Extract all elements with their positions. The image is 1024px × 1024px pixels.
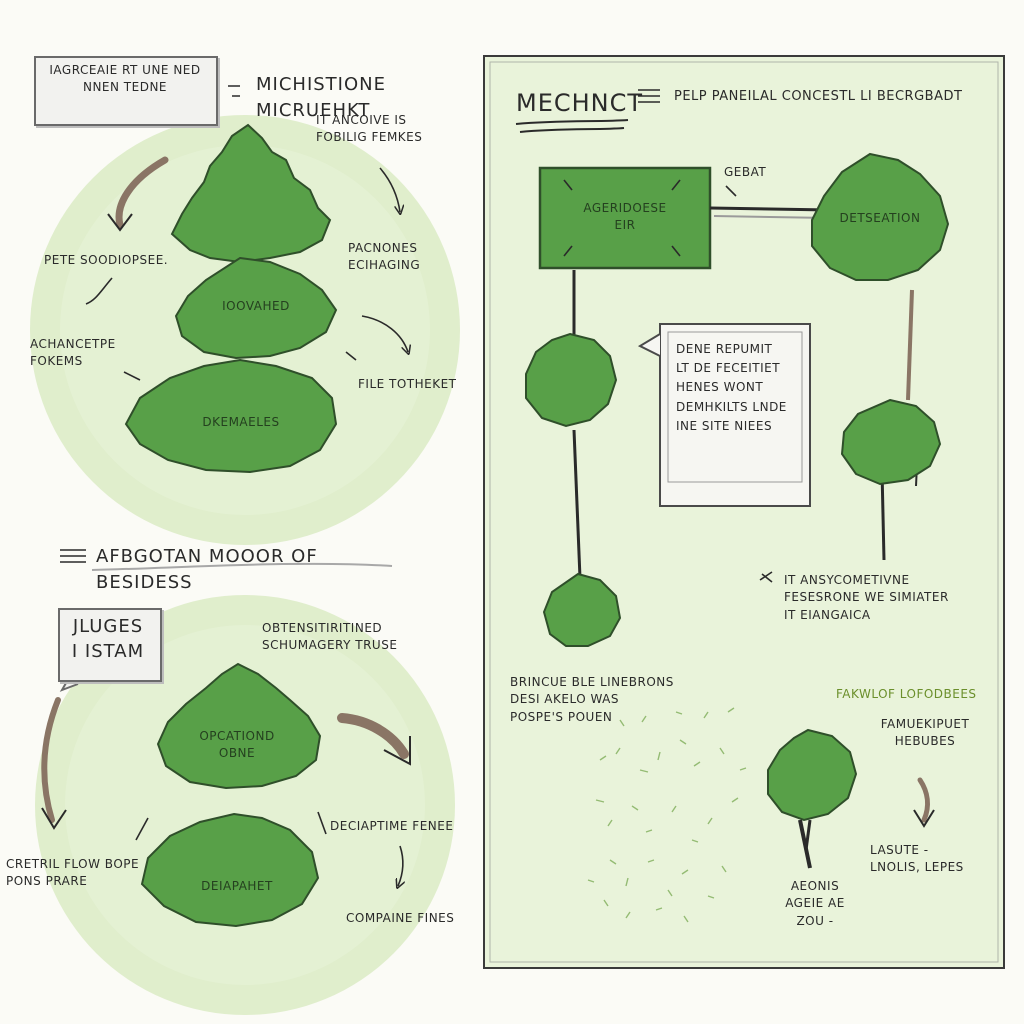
note-right-panel-1: IT ANSYCOMETIVNE FESESRONE WE SIMIATER I…: [784, 573, 949, 622]
connector-rect-to-tree-2: [713, 215, 831, 219]
note-bottom-panel: AEONIS AGEIE AE ZOU -: [785, 879, 845, 928]
title-underline: [515, 119, 629, 133]
connector-label: GEBAT: [724, 165, 767, 179]
tree-label-mid-1: IOOVAHED: [222, 299, 290, 313]
right-panel-subtitle: PELP PANEILAL CONCESTL LI BECRGBADT: [674, 89, 963, 104]
dash-left-2: [123, 371, 141, 381]
arrow-curve-left-bottom-head: [41, 807, 67, 830]
connector-right-vertical: [906, 289, 914, 401]
left-bottom-heading: AFBGOTAN MOOOR OF BESIDESS: [96, 546, 318, 594]
title-bars: [638, 89, 660, 103]
scatter-cloud: [587, 707, 747, 923]
arrow-curve-left-bottom: [41, 697, 61, 823]
notebox-pointer: [637, 333, 661, 357]
arrow-mid-left: [85, 277, 113, 305]
tree-top-right-label: DETSEATION: [839, 211, 921, 225]
note-right-panel-3: LASUTE - LNOLIS, LEPES: [870, 843, 964, 875]
note-right-mid-2: DECIAPTIME FENEE: [330, 819, 454, 833]
callout-box: [58, 608, 162, 682]
tree-shape-bottom-2: [140, 812, 320, 928]
tree-label-bottom-1: DKEMAELES: [202, 415, 280, 429]
right-panel-title: MECHNCT: [516, 89, 644, 117]
notebox-frame: [659, 323, 811, 507]
arrow-green-note-down: [917, 777, 930, 823]
tree-bottom-right: [767, 728, 858, 822]
connector-tree-down-left: [572, 429, 582, 579]
dash-right-2: [345, 351, 357, 361]
note-left-panel-1: BRINCUE BLE LINEBRONS DESI AKELO WAS POS…: [510, 675, 674, 724]
notebox-inner-frame: [667, 331, 803, 483]
tree-shape-mid-1: [174, 256, 338, 360]
connector-rect-to-tree: [709, 206, 831, 212]
arrow-top-right: [379, 167, 400, 212]
note-top-right-1: IT ANCOIVE IS FOBILIG FEMKES: [316, 113, 423, 145]
tree-top-right: [811, 152, 950, 281]
green-note: FAKWLOF LOFODBEES: [836, 687, 977, 701]
note-left-2: ACHANCETPE FOKEMS: [30, 337, 116, 369]
arrow-curve-top-left: [115, 156, 169, 229]
note-top-right-2: OBTENSITIRITINED SCHUMAGERY TRUSE: [262, 621, 398, 653]
rect-node-ticks: [563, 179, 681, 257]
tree-right-mid: [840, 398, 942, 486]
connector-right-vertical-2: [880, 469, 886, 561]
note-right-panel-2: FAMUEKIPUET HEBUBES: [880, 717, 970, 749]
arrow-small-right-note: [759, 571, 773, 583]
note-left-bottom-2: CRETRIL FLOW BOPE PONS PRARE: [6, 857, 140, 889]
note-right-2: FILE TOTHEKET: [358, 377, 457, 391]
callout-text: JLUGES I ISTAM: [71, 616, 145, 663]
dash-right-bottom: [317, 811, 327, 835]
tree-shape-bottom-1: [124, 358, 338, 474]
dash-left-bottom: [135, 817, 149, 841]
tree-bottom-right-trunk: [798, 819, 812, 869]
tree-left-bottom: [542, 572, 622, 647]
heading-underline: [91, 562, 393, 571]
arrow-down-right: [398, 845, 403, 886]
heading-bars-left-bottom: [60, 549, 86, 563]
tree-label-bottom-2: DEIAPAHET: [201, 879, 273, 893]
note-left-1: PETE SOODIOPSEE.: [44, 253, 169, 267]
left-top-heading: MICHISTIONE MICRUEHKT: [256, 74, 386, 122]
arrow-fat-right-head: [383, 736, 411, 766]
arrow-mid-right: [361, 315, 408, 352]
right-panel-inner-line: [489, 61, 999, 963]
arrow-curve-top-left-head: [107, 213, 133, 232]
note-right-1: PACNONES ECIHAGING: [348, 241, 421, 273]
dash-heading-left: [228, 85, 240, 97]
tree-label-top-2: OPCATIOND OBNE: [199, 729, 275, 761]
tree-shape-top-2: [156, 662, 322, 790]
arrow-fat-right: [337, 713, 409, 759]
tree-left-mid: [525, 332, 618, 428]
note-bottom-right-2: COMPAINE FINES: [346, 911, 455, 925]
arrow-green-note-down-head: [913, 809, 935, 828]
notebox-text: DENE REPUMIT LT DE FECEITIET HENES WONT …: [676, 342, 787, 433]
rect-node-label: AGERIDOESE EIR: [583, 201, 667, 233]
box-label-top-left: [34, 56, 218, 126]
box-label-text: IAGRCEAIE RT UNE NED NNEN TEDNE: [49, 63, 201, 95]
connector-label-ticks: [725, 185, 737, 197]
